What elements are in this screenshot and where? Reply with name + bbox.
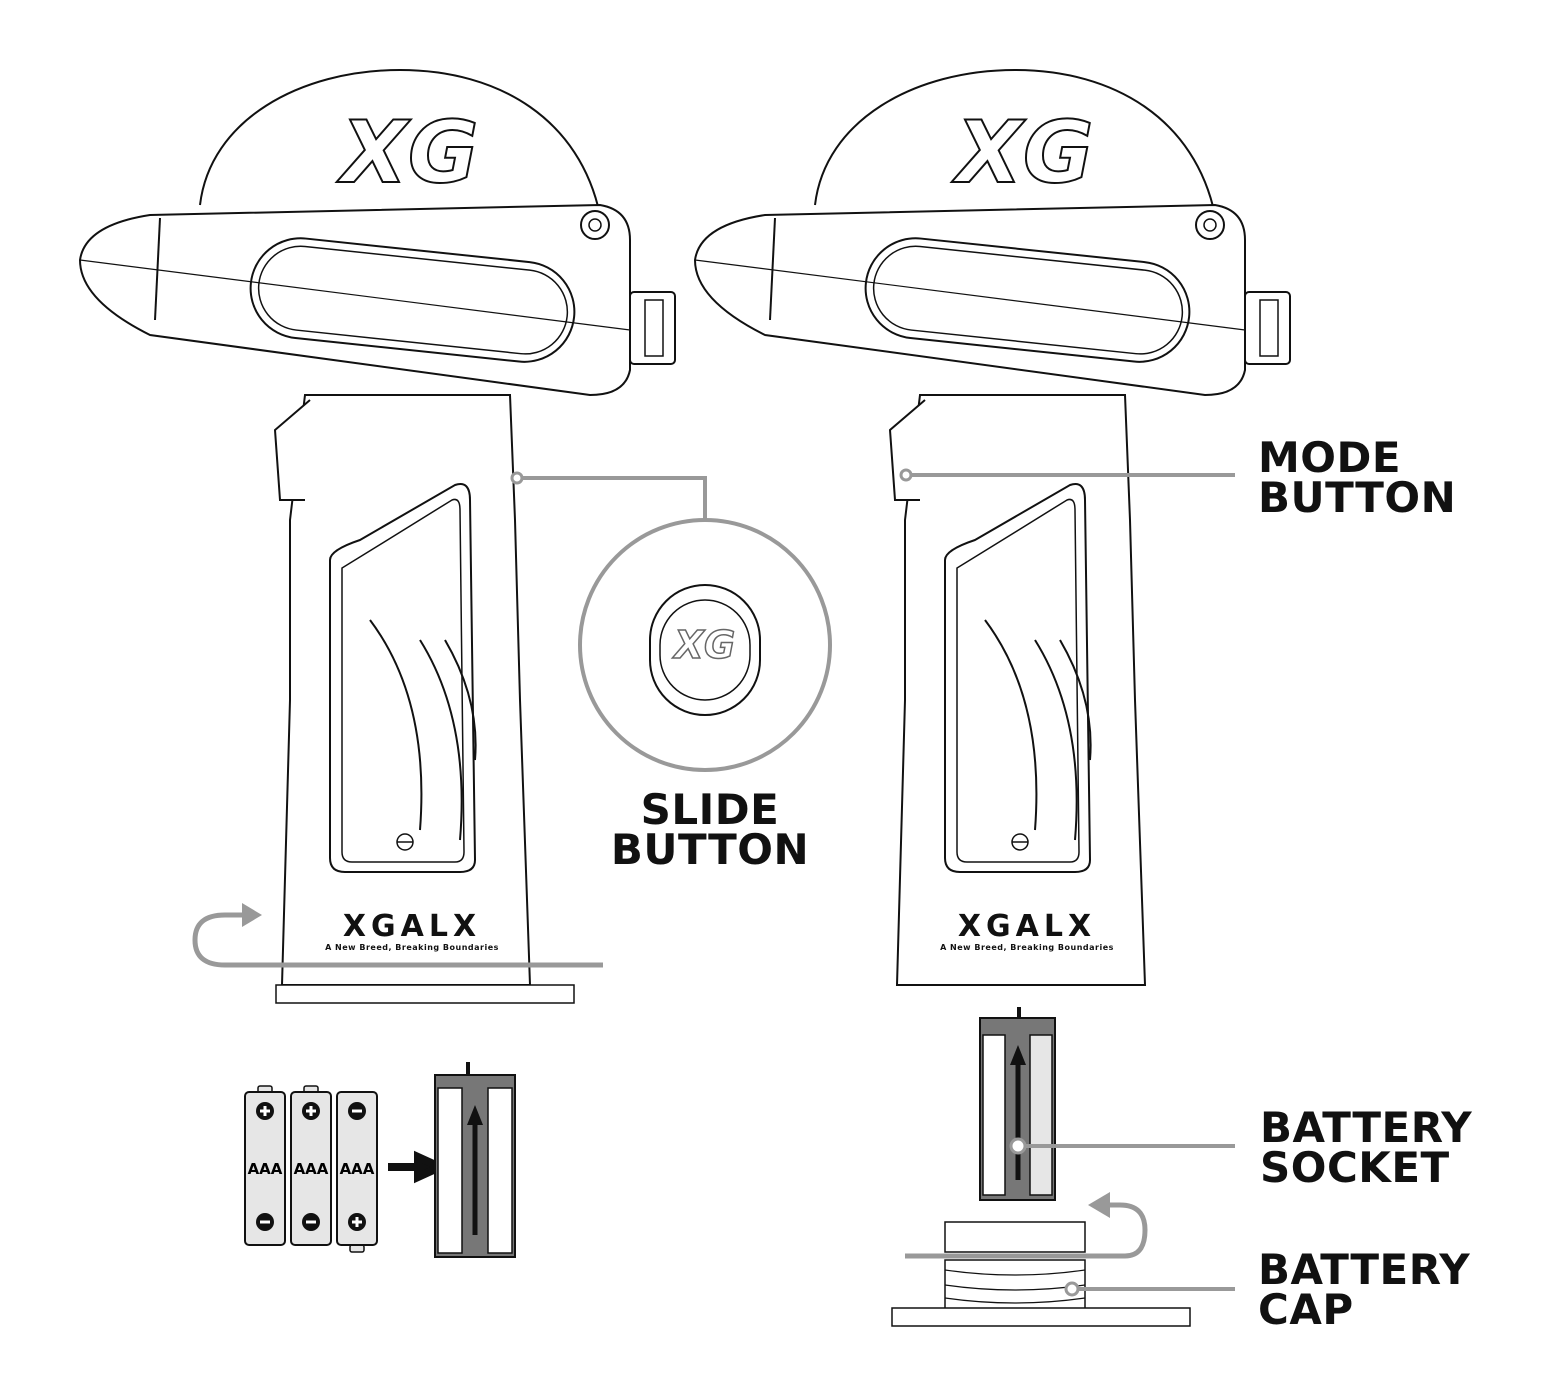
head-badge-right: XG bbox=[955, 103, 1094, 203]
label-line: CAP bbox=[1258, 1285, 1354, 1334]
brand-logo-right: XGALX bbox=[957, 909, 1097, 944]
mode-button-label: MODE BUTTON bbox=[1258, 433, 1457, 522]
base-plate bbox=[275, 984, 575, 1004]
battery-type-label: AAA bbox=[248, 1160, 283, 1178]
head-badge-left: XG bbox=[340, 103, 479, 203]
tagline-left: A New Breed, Breaking Boundaries bbox=[325, 943, 499, 952]
battery-socket-right bbox=[979, 1007, 1056, 1201]
battery-cap bbox=[891, 1221, 1191, 1327]
label-line: BUTTON bbox=[1258, 473, 1457, 522]
battery-type-label: AAA bbox=[294, 1160, 329, 1178]
device-left bbox=[79, 69, 676, 986]
battery-socket-left bbox=[434, 1062, 516, 1258]
label-line: BUTTON bbox=[610, 825, 810, 874]
aaa-battery: AAA bbox=[290, 1085, 332, 1246]
tagline-right: A New Breed, Breaking Boundaries bbox=[940, 943, 1114, 952]
battery-cap-label: BATTERY CAP bbox=[1258, 1245, 1471, 1334]
slide-button-callout bbox=[522, 476, 707, 520]
rotate-arrow-icon bbox=[905, 1202, 1148, 1259]
battery-type-label: AAA bbox=[340, 1160, 375, 1178]
label-line: BATTERY bbox=[1258, 1245, 1471, 1294]
battery-socket-label: BATTERY SOCKET bbox=[1260, 1103, 1473, 1192]
label-line: MODE bbox=[1258, 433, 1402, 482]
slide-badge: XG bbox=[674, 623, 737, 667]
brand-logo-left: XGALX bbox=[342, 909, 482, 944]
insert-arrow-icon bbox=[388, 1150, 450, 1184]
rotate-arrow-icon bbox=[192, 912, 603, 968]
slide-button-zoom bbox=[578, 518, 832, 772]
aaa-battery: AAA bbox=[336, 1091, 378, 1253]
slide-button-label: SLIDE BUTTON bbox=[600, 785, 820, 874]
label-line: SLIDE bbox=[640, 785, 780, 834]
label-line: SOCKET bbox=[1260, 1143, 1450, 1192]
label-line: BATTERY bbox=[1260, 1103, 1473, 1152]
aaa-battery: AAA bbox=[244, 1085, 286, 1246]
aaa-batteries: AAA AAA AAA bbox=[244, 1085, 378, 1253]
